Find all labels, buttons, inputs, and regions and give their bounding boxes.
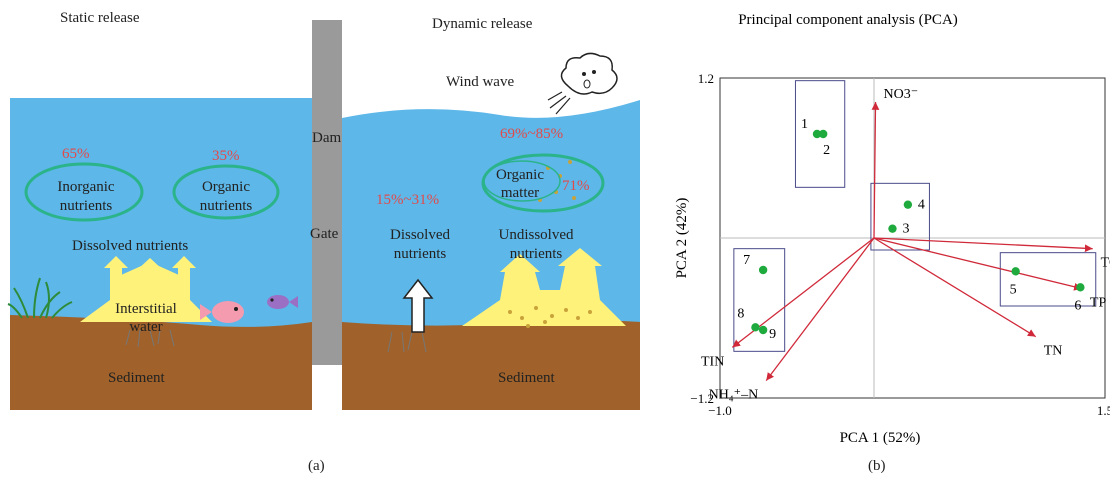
interstitial-line2: water [129,319,163,335]
static-release-title: Static release [60,10,140,26]
caption-b: (b) [868,458,886,474]
organic-matter-inner-ellipse [483,160,561,202]
organic-line2: nutrients [199,198,253,214]
y-axis-label: PCA 2 (42%) [674,198,690,279]
y-tick-label: 1.2 [698,71,714,86]
group-box [794,80,846,188]
y-tick-label: −1.2 [690,391,714,406]
roots-left [125,329,175,348]
dam-label: Dam [312,130,342,146]
roots-right [387,331,427,353]
group-boxes [733,80,1097,352]
organic-line1: Organic [201,179,251,195]
loading-vector [873,237,1093,253]
organic-matter-line1: Organic [495,167,545,183]
point-label: 4 [918,198,925,213]
wind-cloud-icon [547,52,618,115]
undissolved-line1: Undissolved [498,227,574,243]
sample-point [903,200,913,209]
vector-label: TN [1044,344,1063,359]
organic-nutrients-label: Organic nutrients [190,178,262,216]
dissolved-arrow [402,278,434,333]
point-label: 7 [743,253,750,268]
sample-point [812,129,822,139]
interstitial-line1: Interstitial [115,301,177,317]
loading-vectors: NO3⁻ TON TP TN TIN NH₄⁺–N [701,87,1110,403]
pca-chart: Principal component analysis (PCA) NO3⁻ T… [674,12,1110,446]
purple-fish [267,295,298,309]
sample-point [751,323,760,332]
organic-ellipse [172,164,280,220]
inorganic-ellipse [24,162,144,222]
pct-organic-matter: 71% [562,178,590,194]
wind-wave-label: Wind wave [446,74,515,90]
axis-ticks: −1.0 1.5 1.2 −1.2 [690,71,1110,418]
sediment-right [342,320,640,410]
grass [7,277,73,319]
sample-point [818,129,828,139]
vector-label: TON [1101,256,1110,271]
static-arrow-2 [137,258,163,290]
point-label: 2 [823,143,830,158]
lake-illustration [7,20,640,410]
inorganic-line2: nutrients [59,198,113,214]
undissolved-line2: nutrients [509,246,563,262]
point-label: 3 [902,222,909,237]
point-label: 5 [1010,282,1017,297]
vector-label: TIN [701,354,724,369]
inorganic-nutrients-label: Inorganic nutrients [46,178,126,216]
dam [312,20,342,365]
static-arrow-1 [104,256,128,300]
static-arrow-3 [172,256,196,300]
sediment-left-label: Sediment [108,370,165,386]
x-tick-label: −1.0 [708,403,732,418]
dissolved-nutrients-static: Dissolved nutrients [72,238,189,254]
x-axis-label: PCA 1 (52%) [840,430,921,446]
group-box [733,248,786,352]
gate-label: Gate [310,226,339,242]
organic-matter-ellipse [481,153,605,213]
pct-inorganic: 65% [62,146,90,162]
loading-vector [873,237,1037,338]
sediment-right-label: Sediment [498,370,555,386]
pink-fish [200,301,244,323]
sample-point [1076,283,1085,292]
chart-title: Principal component analysis (PCA) [738,12,958,28]
x-tick-label: 1.5 [1097,403,1110,418]
inorganic-line1: Inorganic [57,179,115,195]
undissolved-plume [462,248,626,326]
vector-label: TP [1090,296,1107,311]
sample-point [888,224,897,233]
interstitial-water-label: Interstitial water [108,300,184,336]
sample-point [758,265,768,275]
panel-b: Principal component analysis (PCA) NO3⁻ T… [660,0,1110,487]
loading-vector [873,237,1083,291]
loading-vector [765,237,875,382]
panel-a: Static release Dynamic release Wind wave… [7,10,640,474]
point-label: 9 [769,327,776,342]
sediment-left [10,315,312,410]
dynamic-release-title: Dynamic release [432,16,533,32]
point-label: 6 [1074,298,1081,313]
loading-vector [871,101,880,239]
group-box [870,182,930,251]
pct-organic: 35% [212,148,240,164]
point-label: 8 [737,306,744,321]
undissolved-nutrients-label: Undissolved nutrients [490,226,582,264]
organic-matter-label: Organic matter [488,166,552,202]
point-label: 1 [801,117,808,132]
dissolved-dyn-line2: nutrients [393,246,447,262]
organic-matter-line2: matter [500,185,540,201]
caption-a: (a) [308,458,325,474]
vector-label: NO3⁻ [884,87,919,102]
dissolved-dyn-line1: Dissolved [390,227,450,243]
vector-label: NH₄⁺–N [709,388,759,403]
pct-undissolved: 69%~85% [500,126,564,142]
dissolved-nutrients-dynamic: Dissolved nutrients [386,226,454,264]
group-box [999,252,1097,307]
sample-point [1011,267,1020,276]
pct-dissolved-dynamic: 15%~31% [376,192,440,208]
sample-point [758,325,768,335]
